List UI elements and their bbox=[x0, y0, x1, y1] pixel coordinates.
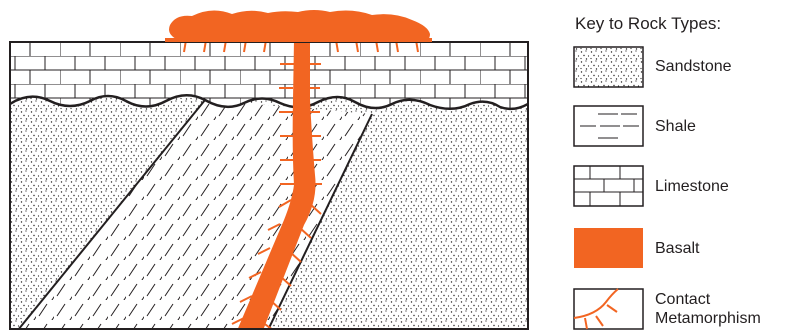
key-label-limestone: Limestone bbox=[655, 177, 729, 196]
key-limestone-swatch bbox=[574, 166, 643, 206]
key-label-contact-metamorphism: Contact Metamorphism bbox=[655, 290, 761, 328]
key-title: Key to Rock Types: bbox=[575, 14, 721, 34]
key-sandstone-swatch bbox=[574, 47, 643, 87]
key-label-basalt: Basalt bbox=[655, 239, 699, 258]
key-label-shale: Shale bbox=[655, 117, 696, 136]
key-basalt-swatch bbox=[574, 228, 643, 268]
key-shale-swatch bbox=[574, 106, 643, 146]
key-contact-metamorphism-swatch bbox=[574, 289, 643, 329]
basalt-lava-flow bbox=[169, 10, 430, 42]
key-label-sandstone: Sandstone bbox=[655, 57, 732, 76]
